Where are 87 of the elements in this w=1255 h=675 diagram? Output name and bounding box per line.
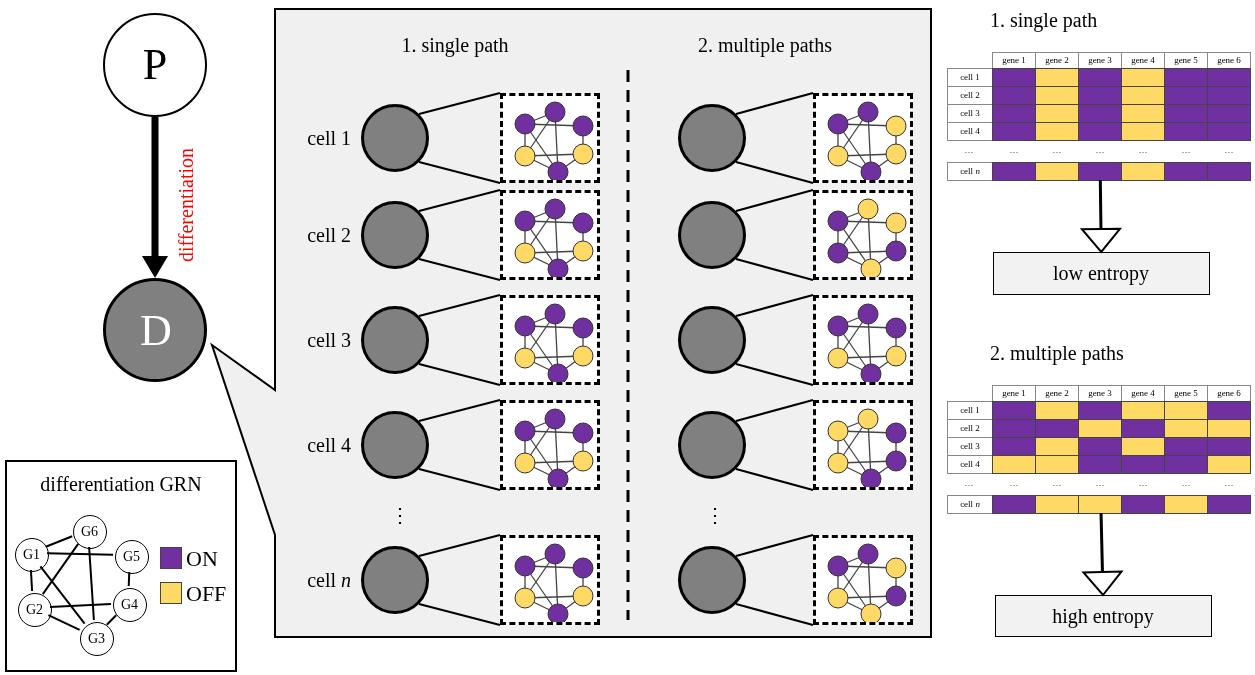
column-heading: 1. single path <box>401 35 509 55</box>
table-heading: 2. multiple paths <box>990 343 1124 363</box>
vertical-ellipsis: ⋮ <box>705 505 725 525</box>
zoom-lines <box>735 534 814 626</box>
zoom-lines <box>735 189 814 281</box>
gene-network-drawing <box>500 190 600 280</box>
gene-network-drawing <box>500 93 600 183</box>
gene-node-circle <box>15 538 49 572</box>
connector-line <box>127 571 131 587</box>
gene-network-drawing <box>500 535 600 625</box>
connector-line <box>105 614 118 626</box>
row-header: cell 4 <box>947 455 993 474</box>
gene-network-drawing <box>813 400 913 490</box>
ellipsis-text: … <box>1181 145 1191 155</box>
gene-network-drawing <box>813 295 913 385</box>
zoom-lines <box>735 92 814 184</box>
ellipsis-text: … <box>1095 478 1105 488</box>
connector-line <box>88 545 95 622</box>
ellipsis-text: … <box>1224 145 1234 155</box>
zoom-lines <box>418 189 501 281</box>
ellipsis-text: … <box>1052 145 1062 155</box>
connector-line <box>29 568 34 593</box>
column-heading: 2. multiple paths <box>698 35 832 55</box>
box-label: high entropy <box>1052 605 1154 626</box>
gene-network-drawing <box>813 190 913 280</box>
gene-node-circle <box>113 588 147 622</box>
cell-label: cell n <box>307 570 351 590</box>
zoom-lines <box>418 294 501 386</box>
gene-node-circle <box>80 622 114 656</box>
ellipsis-text: … <box>964 478 974 488</box>
vertical-ellipsis: ⋮ <box>390 505 410 525</box>
node-label: G3 <box>87 631 106 646</box>
gene-network-drawing <box>500 295 600 385</box>
ellipsis-text: … <box>1052 478 1062 488</box>
gene-node-circle <box>73 515 107 549</box>
entropy-box <box>993 252 1210 295</box>
box-label: low entropy <box>1052 263 1150 283</box>
legend-label: ON <box>186 548 218 570</box>
legend-label: OFF <box>186 583 227 605</box>
expression-table <box>947 385 1252 513</box>
ellipsis-text: … <box>1224 478 1234 488</box>
ellipsis-text: … <box>1181 478 1191 488</box>
ellipsis-text: … <box>1138 478 1148 488</box>
row-header: cell 4 <box>947 122 993 141</box>
block-arrow <box>1082 512 1123 596</box>
arrow <box>142 117 168 278</box>
node-label: D <box>140 309 172 353</box>
cell-label: cell 1 <box>307 128 351 148</box>
connector-line <box>46 552 114 556</box>
connector-line <box>44 535 74 548</box>
panel-title: differentiation GRN <box>40 474 202 494</box>
node-label: G1 <box>22 547 41 562</box>
entropy-box <box>995 595 1212 637</box>
table-heading: 1. single path <box>990 10 1098 30</box>
node-label: G6 <box>80 524 99 539</box>
ellipsis-text: … <box>1138 145 1148 155</box>
edge-label: differentiation <box>176 148 196 262</box>
gene-network-drawing <box>813 535 913 625</box>
zoom-lines <box>735 399 814 491</box>
zoom-lines <box>418 399 501 491</box>
connector-line <box>49 602 112 609</box>
cell-label: cell 2 <box>307 225 351 245</box>
node-label: G4 <box>120 597 139 612</box>
expression-table <box>947 52 1252 180</box>
cell-label: cell 4 <box>307 435 351 455</box>
node-label: P <box>142 43 168 87</box>
zoom-lines <box>418 92 501 184</box>
gene-node-circle <box>115 540 149 574</box>
ellipsis-text: … <box>1009 145 1019 155</box>
ellipsis-text: … <box>964 145 974 155</box>
gene-network-drawing <box>813 93 913 183</box>
zoom-lines <box>418 534 501 626</box>
row-header: cell n <box>947 495 993 514</box>
node-label: G5 <box>122 549 141 564</box>
gene-network-drawing <box>500 400 600 490</box>
connector-line <box>47 614 81 631</box>
connector-line <box>41 542 80 596</box>
ellipsis-text: … <box>1009 478 1019 488</box>
block-arrow <box>1080 179 1121 253</box>
gene-node-circle <box>18 593 52 627</box>
grn-panel <box>5 460 237 672</box>
ellipsis-text: … <box>1095 145 1105 155</box>
row-header: cell n <box>947 162 993 181</box>
zoom-lines <box>735 294 814 386</box>
cell-label: cell 3 <box>307 330 351 350</box>
node-label: G2 <box>25 602 44 617</box>
connector-line <box>39 565 86 625</box>
